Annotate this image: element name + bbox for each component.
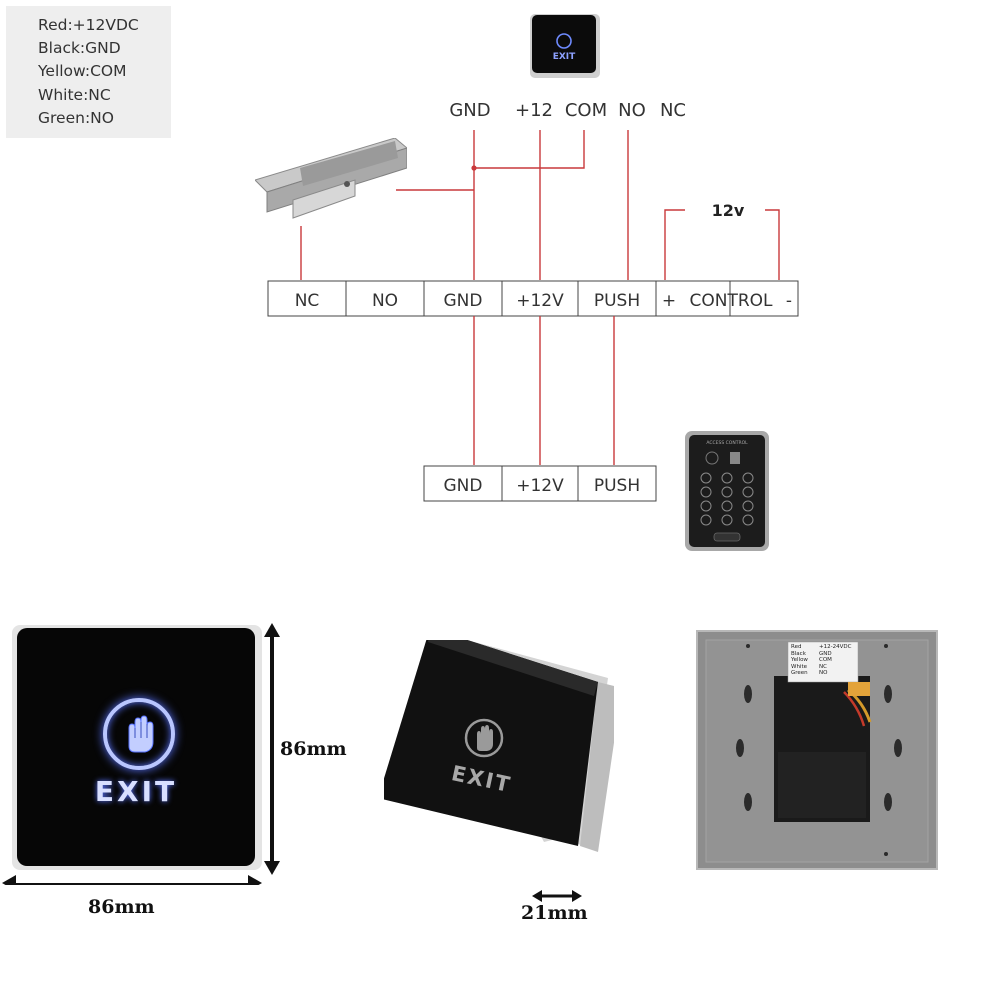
terminal-push: PUSH [594, 291, 640, 311]
keypad-key [721, 514, 733, 526]
keypad-key [742, 486, 754, 498]
keypad-terminal-12v: +12V [516, 476, 564, 496]
legend-green: Green:NO [38, 108, 114, 127]
legend-yellow: Yellow:COM [38, 62, 127, 81]
keypad-key [742, 472, 754, 484]
main-terminal-block [267, 280, 799, 317]
label-12: +12 [515, 100, 553, 121]
terminal-nc: NC [295, 291, 320, 311]
dimension-arrows-front [2, 623, 280, 885]
wiring-diagram: GND +12 COM NO NC 12v NC NO GND +12V PUS… [267, 100, 799, 502]
keypad-key [700, 472, 712, 484]
keypad-terminal-gnd: GND [444, 476, 483, 496]
terminal-control: CONTROL [689, 291, 773, 311]
exit-label: EXIT [94, 775, 178, 808]
keypad-key [742, 500, 754, 512]
keypad-key [721, 486, 733, 498]
label-gnd: GND [449, 100, 490, 121]
depth-arrow [532, 890, 582, 902]
terminal-gnd: GND [444, 291, 483, 311]
label-com: COM [565, 100, 607, 121]
wires-top [300, 130, 780, 280]
exit-button-thumbnail: EXIT [530, 14, 600, 78]
label-nc: NC [660, 100, 686, 121]
terminal-12v: +12V [516, 291, 564, 311]
width-dimension: 86mm [88, 896, 155, 918]
legend-red: Red:+12VDC [38, 16, 139, 34]
keypad-key [700, 500, 712, 512]
keypad-brand-text: ACCESS CONTROL [706, 440, 748, 446]
magnetic-lock-icon [255, 138, 407, 219]
terminal-minus: - [786, 291, 792, 311]
wires-bottom [473, 316, 615, 465]
keypad-terminal-push: PUSH [594, 476, 640, 496]
keypad-keys [700, 472, 754, 526]
exit-button-angled-view: EXIT [384, 640, 614, 852]
hand-icon [103, 698, 175, 770]
keypad-key [742, 514, 754, 526]
supply-12v-label: 12v [712, 201, 745, 220]
terminal-no: NO [372, 291, 398, 311]
wire-color-legend: Red:+12VDC Black:GND Yellow:COM White:NC… [6, 6, 171, 138]
keypad-key [700, 486, 712, 498]
keypad-key [700, 514, 712, 526]
keypad-key [721, 500, 733, 512]
access-keypad-icon: ACCESS CONTROL [685, 431, 769, 551]
terminal-plus: + [662, 291, 676, 311]
label-no: NO [618, 100, 646, 121]
thumbnail-exit-text: EXIT [553, 52, 576, 62]
height-dimension: 86mm [280, 738, 347, 760]
keypad-key [721, 472, 733, 484]
depth-dimension: 21mm [521, 902, 588, 924]
legend-white: White:NC [38, 85, 111, 104]
exit-button-front-view: EXIT [12, 625, 262, 870]
keypad-terminal-block [423, 465, 657, 502]
legend-black: Black:GND [38, 39, 121, 58]
